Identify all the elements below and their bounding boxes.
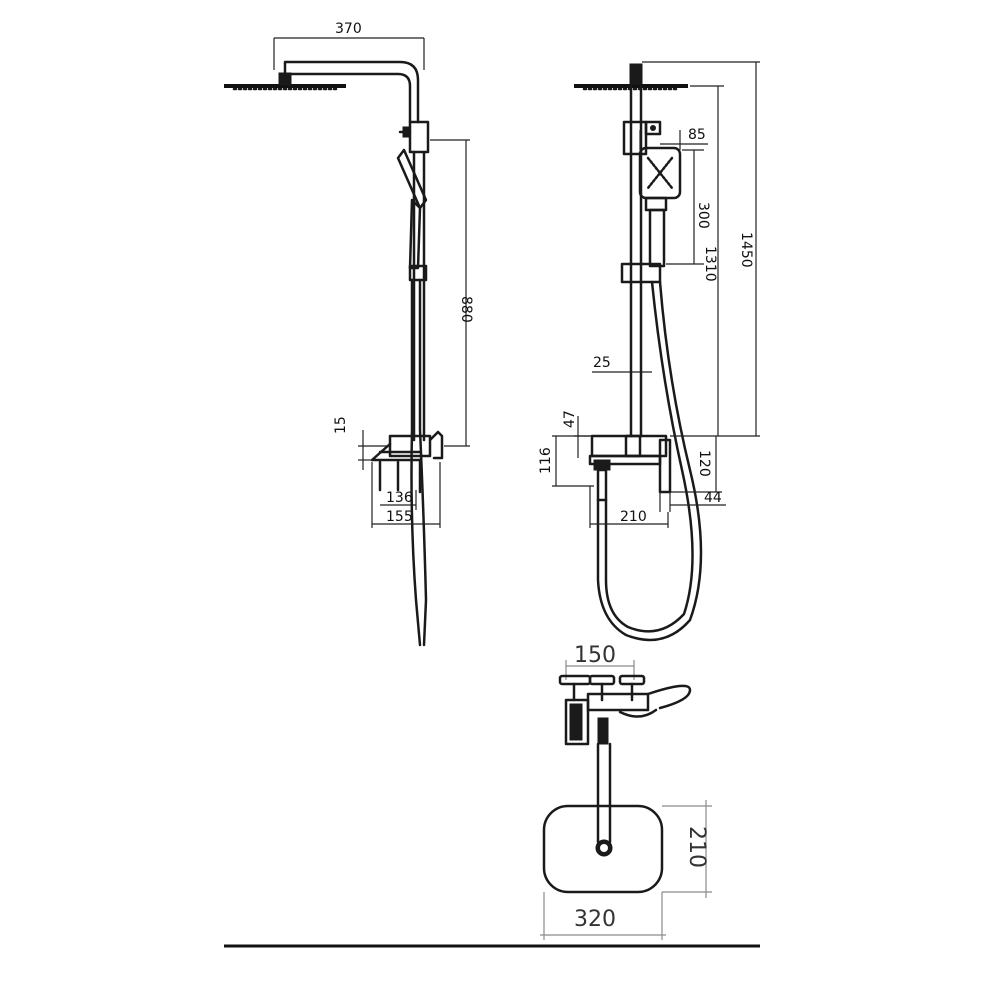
- dim-85: 85: [639, 127, 708, 150]
- label-1450: 1450: [738, 232, 754, 268]
- front-hand-shower: [620, 146, 682, 284]
- label-15: 15: [333, 416, 349, 434]
- label-120: 120: [696, 450, 712, 477]
- side-mixer-body: [370, 430, 444, 494]
- label-1310: 1310: [702, 246, 718, 282]
- side-shower-arm: [283, 60, 420, 124]
- side-view: 370 880 15 136 155: [224, 21, 474, 647]
- label-300: 300: [695, 202, 711, 229]
- side-riser-pipe: [412, 150, 426, 442]
- dim-136-155: 136 155: [371, 462, 441, 528]
- dim-210-spout: 210: [589, 486, 669, 528]
- dim-320: 320: [540, 892, 666, 940]
- front-mixer-body: [588, 434, 672, 502]
- label-150: 150: [574, 643, 616, 668]
- label-210-head: 210: [684, 826, 709, 868]
- top-arm-pipe: [596, 742, 612, 844]
- label-880: 880: [458, 296, 474, 323]
- dim-15: 15: [333, 416, 390, 470]
- dim-880: 880: [430, 139, 474, 447]
- front-diverter: [622, 120, 662, 156]
- front-riser-pipe: [629, 84, 643, 438]
- side-hose: [410, 278, 422, 647]
- label-47: 47: [562, 410, 578, 428]
- label-25: 25: [593, 355, 611, 371]
- dim-150: 150: [565, 643, 635, 680]
- label-116: 116: [538, 447, 554, 474]
- label-210-spout: 210: [620, 509, 647, 525]
- side-hand-shower: [396, 148, 428, 282]
- dim-120-44: 120 44: [659, 436, 726, 512]
- dim-47: 47: [562, 410, 592, 458]
- label-370: 370: [335, 21, 362, 37]
- dim-25: 25: [592, 355, 652, 373]
- dim-1450: 1450: [642, 61, 760, 437]
- side-rain-head: [224, 72, 346, 91]
- dim-300: 300: [666, 149, 711, 265]
- dim-1310: 1310: [670, 85, 724, 437]
- dim-210-head: 210: [662, 800, 712, 898]
- label-155: 155: [386, 509, 413, 525]
- front-hose: [596, 280, 703, 642]
- label-85: 85: [688, 127, 706, 143]
- front-view: 85 300 1310 1450 25: [538, 61, 760, 642]
- dim-370: 370: [273, 21, 425, 70]
- label-44: 44: [704, 490, 722, 506]
- top-mixer: [558, 674, 692, 746]
- dim-116: 116: [538, 435, 594, 487]
- side-diverter: [398, 120, 430, 154]
- top-rain-head: [542, 804, 664, 894]
- label-136: 136: [386, 490, 413, 506]
- top-view: 150: [540, 643, 712, 940]
- label-320: 320: [574, 907, 616, 932]
